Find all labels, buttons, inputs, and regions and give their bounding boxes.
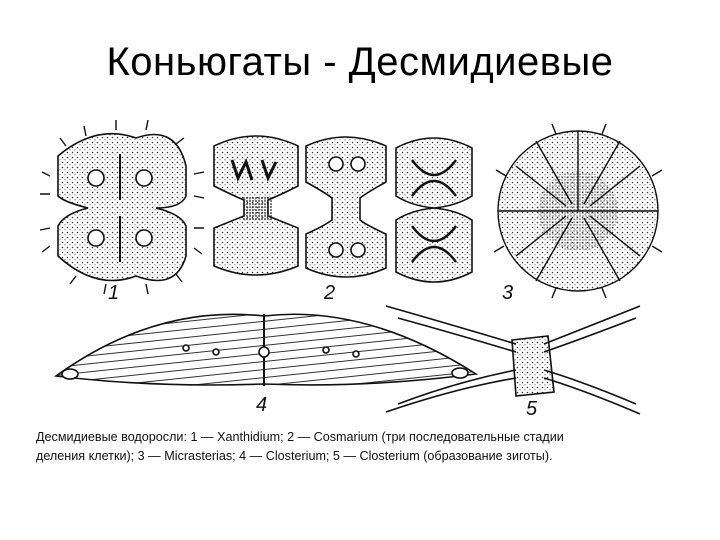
desmid-illustration	[39, 119, 663, 415]
xanthidium-cell	[39, 119, 205, 295]
cosmarium-stage-3	[395, 137, 473, 283]
cosmarium-stage-2	[305, 136, 387, 278]
caption-line-2: деления клетки); 3 — Micrasterias; 4 — C…	[36, 449, 553, 463]
figure-label-3: 3	[502, 282, 514, 304]
slide-title: Коньюгаты - Десмидиевые	[106, 40, 614, 84]
micrasterias-cell	[493, 123, 663, 299]
closterium-zygote	[385, 305, 641, 415]
closterium-cell	[53, 313, 479, 386]
figure-label-5: 5	[526, 398, 538, 420]
cosmarium-stage-1	[213, 135, 299, 276]
desmid-figure: 1 2 3 4 5	[36, 116, 672, 426]
figure-caption: Десмидиевые водоросли: 1 — Xanthidium; 2…	[36, 428, 636, 466]
figure-label-1: 1	[108, 282, 120, 304]
figure-label-2: 2	[324, 282, 336, 304]
caption-line-1: Десмидиевые водоросли: 1 — Xanthidium; 2…	[36, 430, 564, 444]
figure-label-4: 4	[256, 394, 268, 416]
